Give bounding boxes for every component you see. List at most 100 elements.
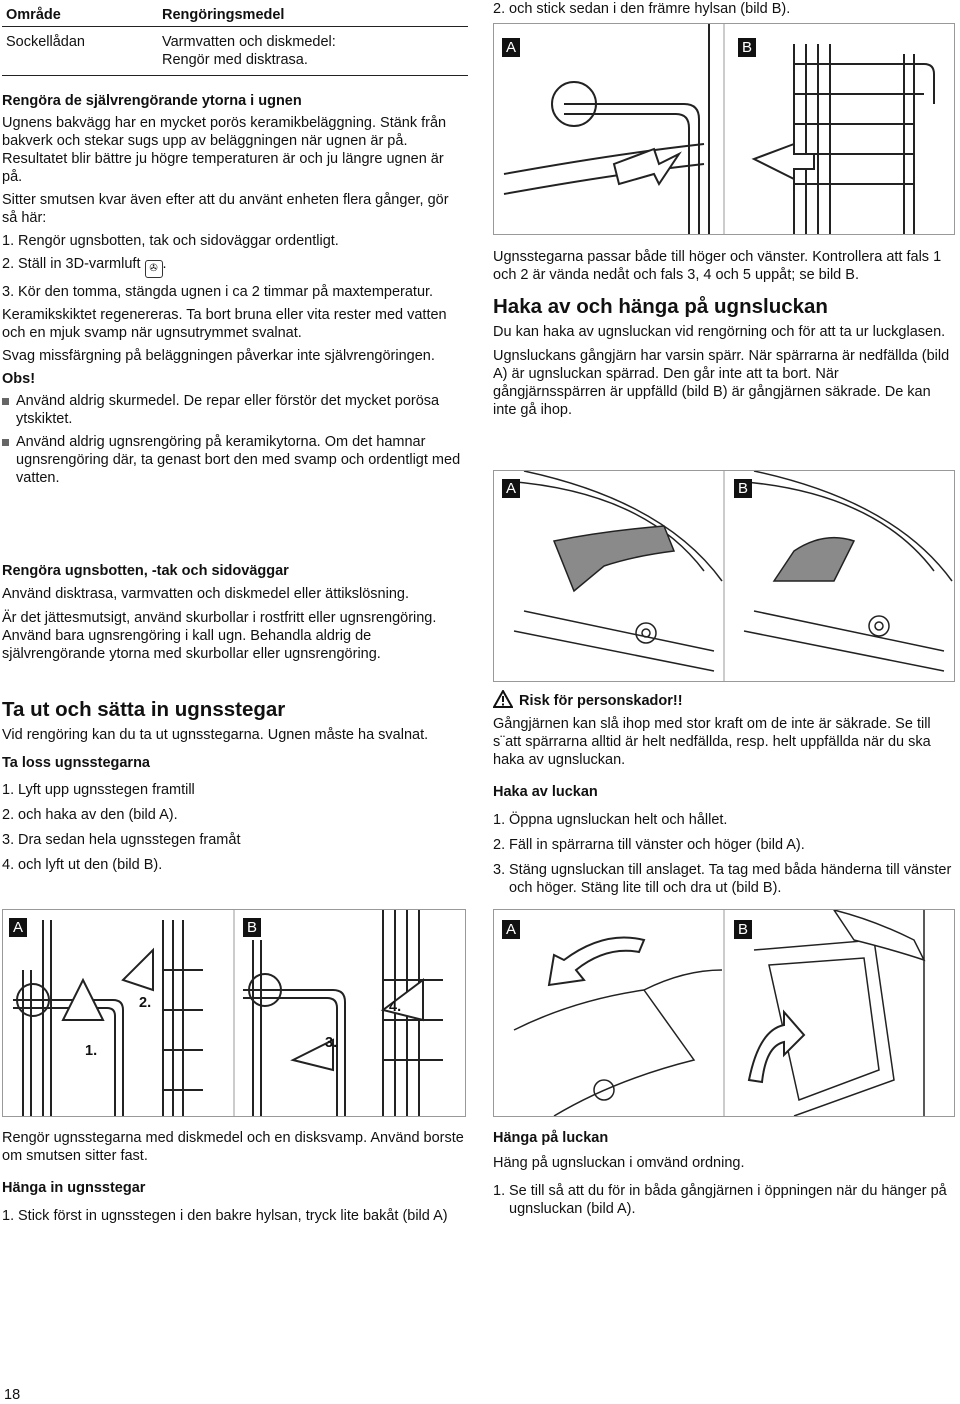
step-number: 2. [493,837,506,853]
step-text: Öppna ugnsluckan helt och hållet. [509,812,728,828]
door-title: Haka av och hänga på ugnsluckan [493,295,828,318]
step-text: Dra sedan hela ugnsstegen framåt [18,832,241,848]
list-item: Använd aldrig skurmedel. De repar eller … [2,392,466,428]
step-text: Rengör ugnsbotten, tak och sidoväggar or… [18,233,339,249]
table-row: Sockellådan Varmvatten och diskmedel: Re… [2,26,468,76]
step-text: Ställ in 3D-varmluft ✇. [18,255,466,278]
door-remove-title: Haka av luckan [493,784,598,800]
bullet-square-icon [2,433,16,487]
door-removal-figure: A B [493,909,955,1117]
step-number: 1. [2,233,15,249]
door-hang-section: Hänga på luckan Häng på ugnsluckan i omv… [493,1129,955,1218]
list-item: 1. Se till så att du för in båda gångjär… [493,1182,955,1218]
step-number: 3. [493,862,506,878]
figure-label-b: B [734,479,752,498]
hinge-illustration [503,471,953,681]
step-text: Kör den tomma, stängda ugnen i ca 2 timm… [18,284,434,300]
racks-clean-section: Rengör ugnsstegarna med diskmedel och en… [2,1129,466,1225]
warning-triangle-icon [493,690,513,708]
rack-insert-illustration [503,24,935,234]
step-text: Fäll in spärrarna till vänster och höger… [509,837,805,853]
table-cell-agent: Varmvatten och diskmedel: Rengör med dis… [158,26,468,76]
door-hang-text: Häng på ugnsluckan i omvänd ordning. [493,1155,745,1171]
step-text: Se till så att du för in båda gångjärnen… [509,1183,947,1217]
racks-section: Ta ut och sätta in ugnsstegar Vid rengör… [2,698,466,874]
figure-label-b: B [734,920,752,939]
bottom-title: Rengöra ugnsbotten, -tak och sidoväggar [2,563,289,579]
warning-title: Risk för personskador!! [493,690,955,710]
step-number: 2. [2,256,15,272]
rack-insert-figure: A B [493,23,955,235]
figure-step-label: 1. [85,1043,98,1059]
racks-remove-title: Ta loss ugnsstegarna [2,755,150,771]
step-number: 1. [2,782,15,798]
step-number: 1. [2,1208,15,1224]
door-hang-title: Hänga på luckan [493,1130,609,1146]
figure-label-a: A [502,920,520,939]
figure-label-a: A [9,918,27,937]
figure-step-label: 3. [325,1035,338,1051]
step-number: 3. [2,832,15,848]
fits-text: Ugnsstegarna passar både till höger och … [493,249,942,283]
table-header-agent: Rengöringsmedel [158,0,468,27]
bullet-text: Använd aldrig ugnsrengöring på keramikyt… [16,434,461,486]
fits-section: Ugnsstegarna passar både till höger och … [493,248,955,419]
list-item: 3. Stäng ugnsluckan till anslaget. Ta ta… [493,861,955,897]
rack-removal-illustration [13,910,443,1116]
list-item: 1. Lyft upp ugnsstegen framtill [2,781,466,799]
racks-hang-title: Hänga in ugnsstegar [2,1180,146,1196]
selfclean-title: Rengöra de självrengörande ytorna i ugne… [2,93,302,109]
step-text: Stick först in ugnsstegen i den bakre hy… [18,1208,448,1224]
rack-removal-figure: A B 1. 2. 3. 4. [2,909,466,1117]
step-text: Lyft upp ugnsstegen framtill [18,782,195,798]
page-number: 18 [4,1387,21,1403]
door-removal-illustration [513,910,926,1116]
list-item: 2. och haka av den (bild A). [2,806,466,824]
step-text: och stick sedan i den främre hylsan (bil… [509,1,791,17]
table-header-row: Område Rengöringsmedel [2,0,468,27]
list-item: 1. Rengör ugnsbotten, tak och sidoväggar… [2,232,466,250]
racks-clean-text: Rengör ugnsstegarna med diskmedel och en… [2,1130,464,1164]
obs-label: Obs! [2,371,36,387]
step-number: 3. [2,284,15,300]
racks-title: Ta ut och sätta in ugnsstegar [2,698,286,721]
table-header-area: Område [2,0,158,27]
warning-text: Gångjärnen kan slå ihop med stor kraft o… [493,716,931,768]
list-item: 1. Stick först in ugnsstegen i den bakre… [2,1207,466,1225]
list-item: 3. Kör den tomma, stängda ugnen i ca 2 t… [2,283,466,301]
bottom-paragraph-2: Är det jättesmutsigt, använd skurbollar … [2,610,437,662]
step-number: 1. [493,1183,506,1199]
step-number: 1. [493,812,506,828]
step-text-label: Ställ in 3D-varmluft [18,256,141,272]
bottom-section: Rengöra ugnsbotten, -tak och sidoväggar … [2,562,466,663]
step-number: 4. [2,857,15,873]
warning-section: Risk för personskador!! Gångjärnen kan s… [493,690,955,897]
table-cell-agent-line1: Varmvatten och diskmedel: [162,34,336,50]
table-cell-area: Sockellådan [2,26,158,76]
step-text: och lyft ut den (bild B). [18,857,163,873]
list-item: 1. Öppna ugnsluckan helt och hållet. [493,811,955,829]
selfclean-section: Rengöra de självrengörande ytorna i ugne… [2,92,466,487]
racks-intro: Vid rengöring kan du ta ut ugnsstegarna.… [2,727,429,743]
step-number: 2. [2,807,15,823]
selfclean-paragraph-3: Keramikskiktet regenereras. Ta bort brun… [2,307,447,341]
list-item: Använd aldrig ugnsrengöring på keramikyt… [2,433,466,487]
list-item: 2. Fäll in spärrarna till vänster och hö… [493,836,955,854]
step-number: 2. [493,1,506,17]
figure-label-b: B [243,918,261,937]
list-item: 2. och stick sedan i den främre hylsan (… [493,0,955,18]
list-item: 4. och lyft ut den (bild B). [2,856,466,874]
cleaning-table: Område Rengöringsmedel Sockellådan Varmv… [2,0,468,76]
selfclean-paragraph-2: Sitter smutsen kvar även efter att du an… [2,192,449,226]
selfclean-paragraph-1: Ugnens bakvägg har en mycket porös keram… [2,115,447,185]
table-cell-agent-line2: Rengör med disktrasa. [162,52,308,68]
figure-label-b: B [738,38,756,57]
bullet-square-icon [2,392,16,428]
door-paragraph-1: Du kan haka av ugnsluckan vid rengörning… [493,324,946,340]
list-item: 2. Ställ in 3D-varmluft ✇. [2,255,466,278]
bottom-paragraph-1: Använd disktrasa, varmvatten och diskmed… [2,586,409,602]
selfclean-paragraph-4: Svag missfärgning på beläggningen påverk… [2,348,435,364]
step-text: och haka av den (bild A). [18,807,178,823]
figure-step-label: 4. [389,999,402,1015]
figure-label-a: A [502,38,520,57]
